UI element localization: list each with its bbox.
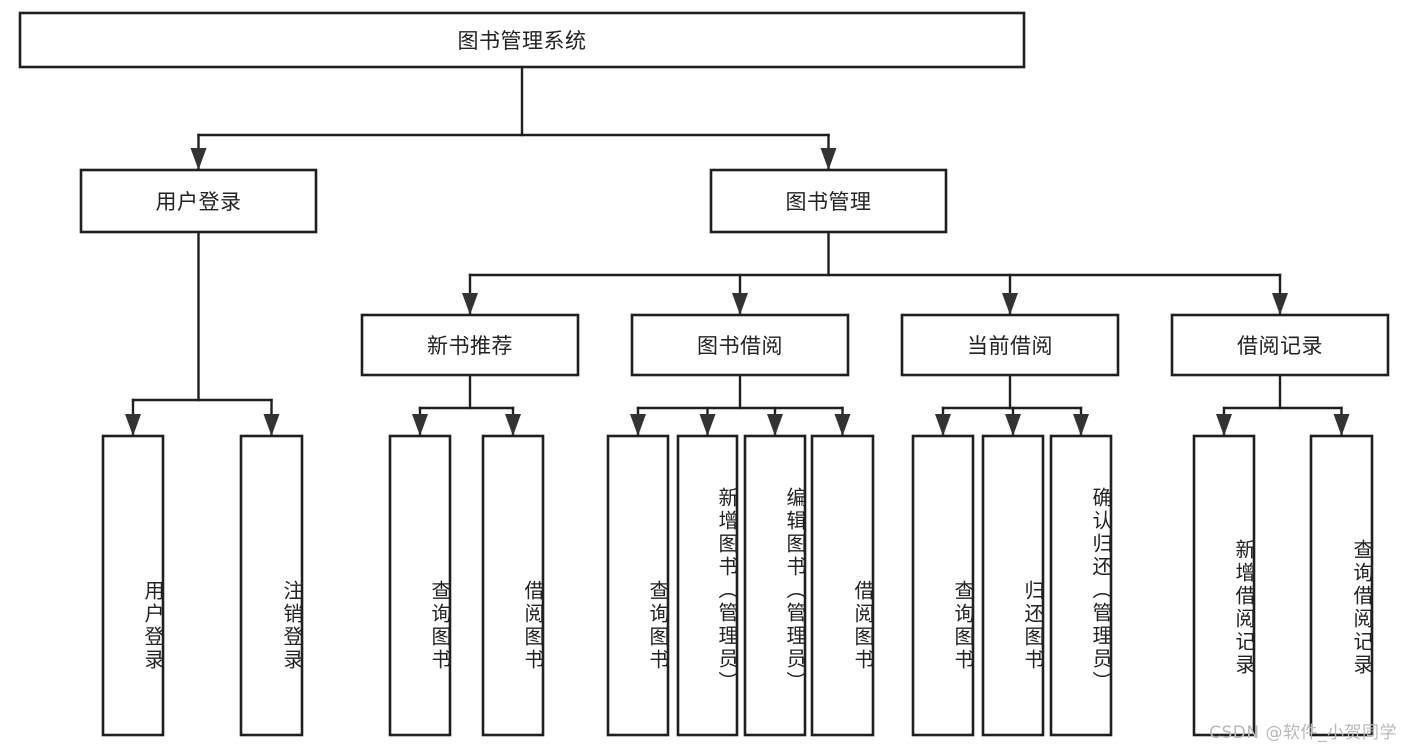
- watermark-text: CSDN @软件_小贺同学: [1209, 723, 1397, 743]
- arrow-head-icon-leaf-add-book-admin: [699, 414, 716, 436]
- arrow-head-icon-leaf-query-book-2: [630, 414, 646, 436]
- node-box-book-management[interactable]: [709, 168, 948, 234]
- arrow-head-icon-leaf-borrow-book-2: [834, 414, 851, 436]
- node-box-user-login[interactable]: [79, 168, 318, 234]
- node-box-book-borrow[interactable]: [630, 313, 850, 377]
- connector-lines: [125, 65, 1350, 438]
- node-box-leaf-add-book-admin[interactable]: [676, 434, 739, 737]
- arrow-head-icon-leaf-edit-book-admin: [767, 414, 783, 436]
- node-box-current-borrow[interactable]: [900, 313, 1120, 377]
- arrow-head-icon-leaf-add-borrow-record: [1216, 414, 1232, 436]
- arrow-head-icon-leaf-confirm-return-admin: [1073, 414, 1089, 436]
- node-box-new-book-recommend[interactable]: [360, 313, 580, 377]
- node-box-leaf-query-book-3[interactable]: [911, 434, 975, 737]
- node-box-leaf-confirm-return-admin[interactable]: [1049, 434, 1113, 737]
- node-box-leaf-query-book-1[interactable]: [388, 434, 452, 737]
- arrow-head-icon-leaf-return-book: [1005, 414, 1021, 436]
- node-box-leaf-user-login[interactable]: [101, 434, 165, 737]
- arrow-head-icon-borrow-record: [1272, 293, 1288, 315]
- node-box-leaf-borrow-book-1[interactable]: [481, 434, 545, 737]
- arrow-head-icon-current-borrow: [1002, 293, 1018, 315]
- node-box-borrow-record[interactable]: [1170, 313, 1390, 377]
- arrow-head-icon-new-book-recommend: [462, 293, 478, 315]
- arrow-head-icon-leaf-query-book-1: [412, 414, 428, 436]
- node-box-root[interactable]: [18, 11, 1026, 69]
- arrow-head-icon-leaf-user-login: [125, 414, 141, 436]
- node-box-leaf-logout-login[interactable]: [239, 434, 304, 737]
- arrow-head-icon-book-management: [820, 148, 837, 170]
- arrow-head-icon-leaf-query-book-3: [935, 414, 951, 436]
- node-box-leaf-edit-book-admin[interactable]: [743, 434, 807, 737]
- node-box-leaf-add-borrow-record[interactable]: [1192, 434, 1256, 737]
- arrow-head-icon-leaf-logout-login: [263, 414, 280, 436]
- arrow-head-icon-user-login: [190, 148, 207, 170]
- node-boxes: [18, 11, 1390, 737]
- arrow-head-icon-leaf-query-borrow-record: [1333, 414, 1350, 436]
- node-box-leaf-borrow-book-2[interactable]: [810, 434, 875, 737]
- node-box-leaf-return-book[interactable]: [981, 434, 1045, 737]
- node-box-leaf-query-book-2[interactable]: [606, 434, 670, 737]
- arrow-head-icon-leaf-borrow-book-1: [505, 414, 521, 436]
- arrow-head-icon-book-borrow: [732, 293, 748, 315]
- node-box-leaf-query-borrow-record[interactable]: [1309, 434, 1374, 737]
